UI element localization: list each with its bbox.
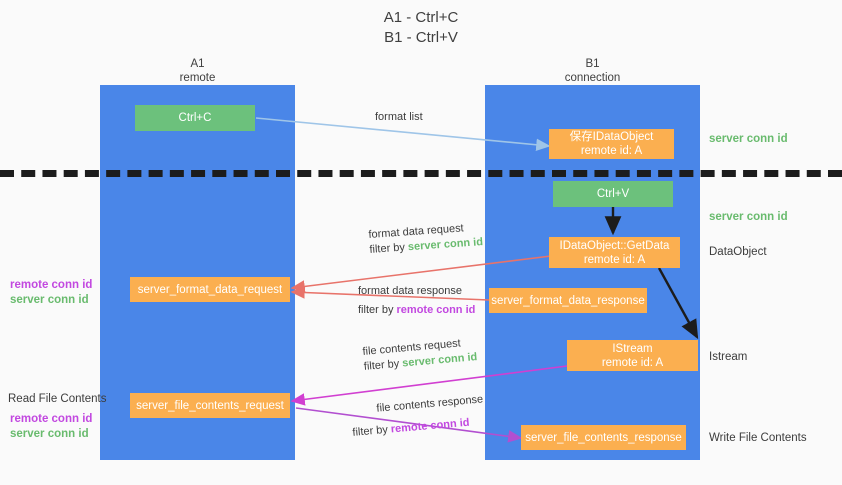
edge-label-format-data-response-filter: filter by remote conn id <box>358 303 475 318</box>
annotation-write-file-contents: Write File Contents <box>709 432 807 444</box>
phase-divider <box>0 170 842 177</box>
edge-label-file-contents-response-filter: filter by remote conn id <box>352 414 486 441</box>
edge-label-format-data-response: format data response filter by remote co… <box>358 284 475 318</box>
filter-prefix: filter by <box>352 423 392 439</box>
node-idataobject-getdata[interactable]: IDataObject::GetData remote id: A <box>549 237 680 268</box>
edge-label-file-contents-response: file contents response filter by remote … <box>350 392 486 440</box>
annotation-server-conn-id-1: server conn id <box>10 294 89 306</box>
edge-label-format-list: format list <box>375 110 423 125</box>
filter-tag-server-conn-id: server conn id <box>407 236 484 254</box>
annotation-server-conn-id-top: server conn id <box>709 133 788 145</box>
node-istream[interactable]: IStream remote id: A <box>567 340 698 371</box>
filter-tag-remote-conn-id: remote conn id <box>390 416 470 436</box>
node-ctrl-v[interactable]: Ctrl+V <box>553 181 673 207</box>
node-server-file-contents-response-label: server_file_contents_response <box>525 431 682 444</box>
node-ctrl-v-label: Ctrl+V <box>596 188 630 200</box>
page-title: A1 - Ctrl+C B1 - Ctrl+V <box>383 9 459 46</box>
edge-label-format-data-response-text: format data response <box>358 285 462 297</box>
node-server-file-contents-request-label: server_file_contents_request <box>136 399 284 412</box>
edge-label-format-list-text: format list <box>375 111 423 123</box>
filter-prefix: filter by <box>358 304 397 316</box>
annotation-istream: Istream <box>709 351 748 363</box>
annotation-dataobject: DataObject <box>709 246 767 258</box>
node-server-format-data-request-label: server_format_data_request <box>137 283 283 296</box>
node-ctrl-c-label: Ctrl+C <box>178 112 212 124</box>
filter-tag-remote-conn-id: remote conn id <box>396 304 476 316</box>
node-server-format-data-request[interactable]: server_format_data_request <box>130 277 290 302</box>
edge-label-format-data-request: format data request filter by server con… <box>368 220 484 258</box>
node-ctrl-c[interactable]: Ctrl+C <box>135 105 255 131</box>
node-save-idataobject-line2: remote id: A <box>580 145 643 157</box>
annotation-remote-conn-id-1: remote conn id <box>10 279 93 291</box>
node-save-idataobject[interactable]: 保存IDataObject remote id: A <box>549 129 674 159</box>
node-server-format-data-response-label: server_format_data_response <box>491 294 645 307</box>
lane-header-b1: B1 connection <box>564 58 621 84</box>
node-idataobject-getdata-line1: IDataObject::GetData <box>559 239 670 252</box>
lane-header-a1: A1 remote <box>179 58 216 84</box>
node-istream-line1: IStream <box>612 342 653 355</box>
node-server-format-data-response[interactable]: server_format_data_response <box>489 288 647 313</box>
node-server-file-contents-response[interactable]: server_file_contents_response <box>521 425 686 450</box>
node-server-file-contents-request[interactable]: server_file_contents_request <box>130 393 290 418</box>
edge-label-file-contents-response-text: file contents response <box>375 393 484 415</box>
node-istream-line2: remote id: A <box>601 356 664 369</box>
node-idataobject-getdata-line2: remote id: A <box>583 253 646 266</box>
annotation-read-file-contents: Read File Contents <box>8 393 107 405</box>
annotation-server-conn-id-2: server conn id <box>10 428 89 440</box>
filter-prefix: filter by <box>363 357 403 373</box>
annotation-server-conn-id-mid: server conn id <box>709 211 788 223</box>
node-save-idataobject-line1: 保存IDataObject <box>569 131 654 143</box>
edge-label-file-contents-request: file contents request filter by server c… <box>362 335 478 375</box>
annotation-remote-conn-id-2: remote conn id <box>10 413 93 425</box>
filter-prefix: filter by <box>369 241 409 256</box>
